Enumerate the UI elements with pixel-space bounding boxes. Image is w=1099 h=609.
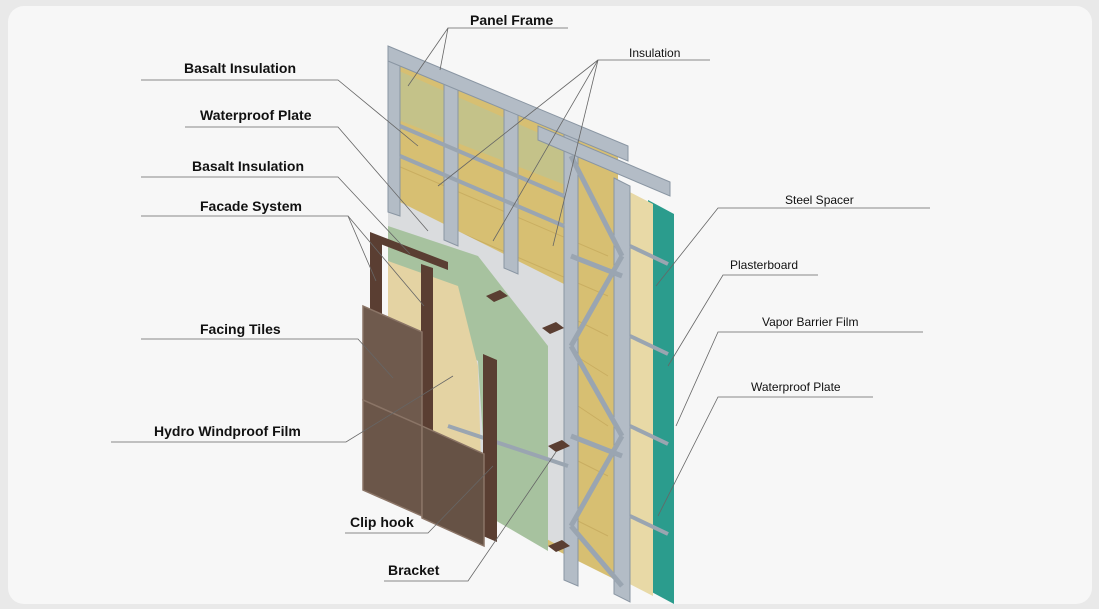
cladding-top-channel [370, 232, 448, 270]
label-waterproof-plate-left: Waterproof Plate [200, 107, 312, 123]
leader-lines [111, 27, 930, 582]
bracket-3 [548, 440, 570, 452]
label-hydro-windproof-film: Hydro Windproof Film [154, 423, 301, 439]
panel-frame-top-channel [537, 125, 671, 197]
label-bracket: Bracket [388, 562, 440, 578]
label-basalt-insulation-mid: Basalt Insulation [192, 158, 305, 174]
bracket-4 [548, 540, 570, 552]
diagram-canvas: Panel Frame Insulation Basalt Insulation… [8, 6, 1092, 604]
label-plasterboard: Plasterboard [730, 258, 799, 272]
panel-frame-top-rail [387, 45, 629, 162]
label-clip-hook: Clip hook [350, 514, 414, 530]
cladding-rail-3 [483, 354, 497, 542]
bracket-2 [542, 322, 564, 334]
cladding-rail-2 [421, 264, 433, 436]
bracket-1 [486, 290, 508, 302]
vapor-barrier-film-edge [648, 200, 674, 604]
label-facing-tiles: Facing Tiles [200, 321, 281, 337]
label-facade-system: Facade System [200, 198, 302, 214]
label-insulation: Insulation [629, 46, 681, 60]
label-steel-spacer: Steel Spacer [785, 193, 854, 207]
wall-illustration [362, 45, 674, 604]
facing-tile-3 [421, 424, 485, 548]
label-panel-frame: Panel Frame [470, 12, 554, 28]
label-vapor-barrier-film: Vapor Barrier Film [762, 315, 859, 329]
label-waterproof-plate-right: Waterproof Plate [751, 380, 841, 394]
label-basalt-insulation-top: Basalt Insulation [184, 60, 297, 76]
upper-insulation-face [388, 66, 568, 186]
